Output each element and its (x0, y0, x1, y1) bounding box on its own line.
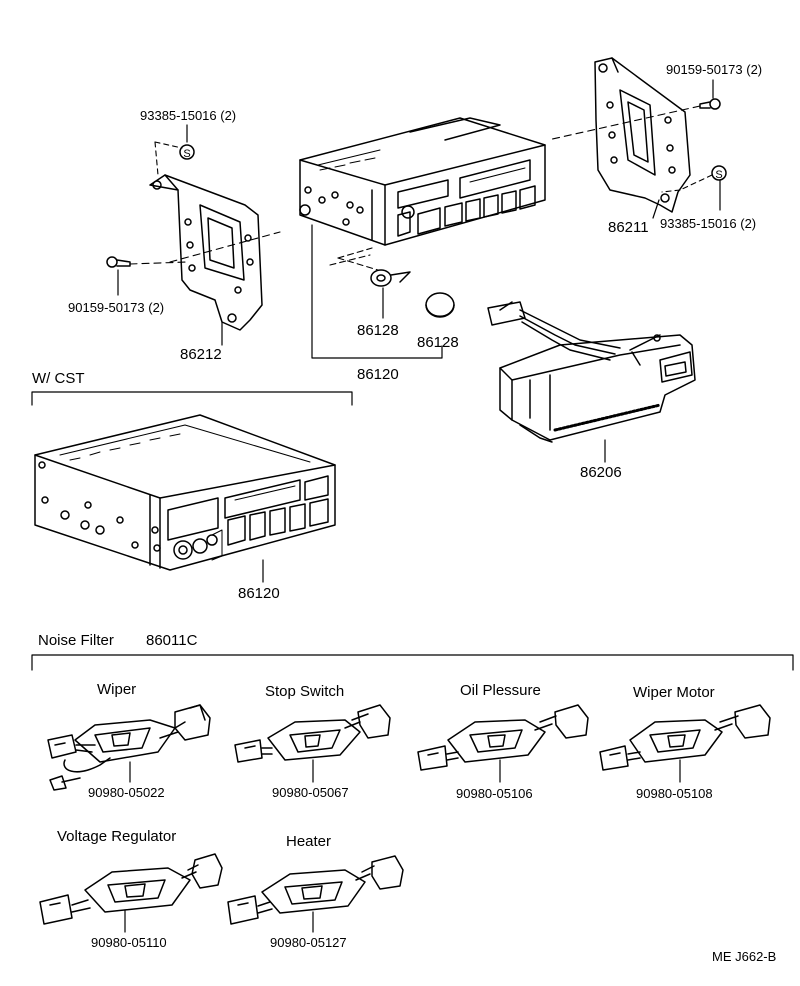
filter-part-voltage-regulator: 90980-05110 (91, 935, 167, 950)
section-w-cst: W/ CST (32, 370, 85, 387)
label-bracket-right: 86211 (608, 219, 649, 236)
label-clip-right: 93385-15016 (2) (660, 216, 757, 231)
filter-oil-pressure-drawing (418, 705, 588, 770)
label-clip-left: 93385-15016 (2) (140, 108, 237, 123)
clip-right-drawing (662, 166, 726, 192)
clip-left-drawing (155, 142, 194, 175)
knob-left-drawing (338, 248, 410, 286)
label-screw-left: 90159-50173 (2) (68, 300, 165, 315)
filter-wiper-motor-drawing (600, 705, 770, 770)
filter-heater-drawing (228, 856, 403, 924)
filter-voltage-regulator-drawing (40, 854, 222, 924)
filter-stop-switch-drawing (235, 705, 390, 762)
filter-name-wiper: Wiper (97, 681, 137, 698)
clip-left-symbol: S (183, 148, 190, 160)
filter-part-wiper-motor: 90980-05108 (636, 786, 713, 801)
section-noise-filter: Noise Filter (38, 632, 114, 649)
screw-left-drawing (107, 232, 280, 267)
cst-bracket (32, 392, 352, 405)
label-radio-assembly: 86120 (357, 366, 399, 383)
radio-upper-drawing (300, 118, 545, 245)
label-screw-right: 90159-50173 (2) (666, 62, 763, 77)
bracket-left-drawing (150, 175, 262, 330)
leader-bracket-right (653, 200, 659, 218)
label-knob-left: 86128 (357, 322, 399, 339)
screw-right-drawing (548, 99, 720, 140)
bracket-right-drawing (595, 58, 690, 212)
filter-name-stop-switch: Stop Switch (265, 683, 345, 700)
filter-part-heater: 90980-05127 (270, 935, 347, 950)
radio-leader (312, 225, 442, 358)
filter-wiper-drawing (48, 705, 210, 790)
label-bracket-left: 86212 (180, 346, 222, 363)
amplifier-drawing (488, 302, 695, 442)
label-amplifier: 86206 (580, 464, 622, 481)
radio-cst-drawing (35, 415, 335, 570)
noise-filter-bracket (32, 655, 793, 670)
label-radio-cst: 86120 (238, 585, 280, 602)
section-noise-filter-pn: 86011C (146, 632, 198, 649)
footer-code: ME J662-B (712, 949, 777, 964)
filter-part-stop-switch: 90980-05067 (272, 785, 349, 800)
dash-line (330, 255, 370, 265)
filter-part-oil-pressure: 90980-05106 (456, 786, 533, 801)
filter-part-wiper: 90980-05022 (88, 785, 165, 800)
filter-name-oil-pressure: Oil Plessure (460, 682, 541, 699)
knob-right-drawing (426, 293, 454, 317)
filter-name-voltage-regulator: Voltage Regulator (57, 828, 177, 845)
label-knob-right: 86128 (417, 334, 459, 351)
clip-right-symbol: S (715, 169, 722, 181)
filter-name-wiper-motor: Wiper Motor (633, 684, 715, 701)
filter-name-heater: Heater (286, 833, 332, 850)
